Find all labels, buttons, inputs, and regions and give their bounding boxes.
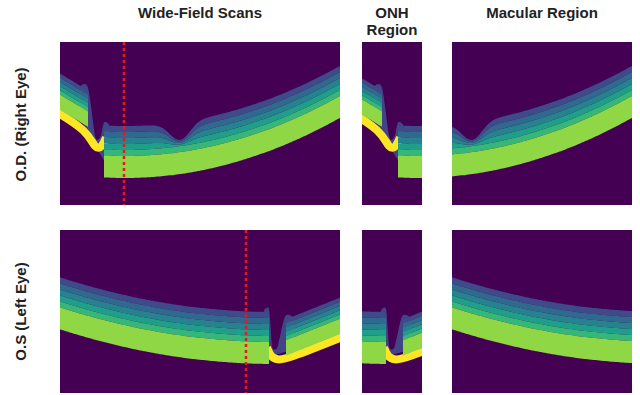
column-header-text: Macular Region (486, 4, 598, 21)
layer-group (362, 274, 386, 364)
retina-layer (452, 304, 632, 364)
retina-layer (362, 298, 386, 342)
layer-group (403, 294, 422, 356)
retina-layer (398, 59, 422, 142)
retina-layer (362, 280, 386, 324)
layer-group (104, 59, 340, 178)
layer-group (452, 59, 632, 178)
layer-group (452, 274, 632, 364)
retina-layer (286, 315, 340, 356)
scan-panel (49, 230, 350, 393)
scan-image (452, 230, 632, 393)
retina-layers (452, 59, 632, 178)
scan-background (362, 230, 422, 393)
column-header-text: ONH Region (360, 4, 424, 38)
row-label-text: O.D. (Right Eye) (12, 67, 29, 181)
column-header: ONH Region (360, 4, 424, 38)
scan-image (362, 42, 422, 205)
retina-layer (398, 65, 422, 143)
layer-group (60, 68, 88, 127)
scan-image (362, 230, 422, 393)
retina-layer (398, 77, 422, 150)
retina-layer (362, 304, 386, 364)
scan-panel (441, 230, 640, 393)
retina-layer (452, 89, 632, 178)
retina-layer (60, 304, 269, 364)
layer-group (362, 68, 382, 127)
column-header: Wide-Field Scans (138, 4, 262, 21)
retina-layer (398, 89, 422, 178)
scan-panel (342, 42, 640, 205)
scan-image (452, 42, 632, 205)
scan-image (60, 230, 340, 393)
retina-layer (398, 71, 422, 145)
retina-layer (398, 83, 422, 156)
scan-marker-line (245, 230, 248, 393)
retina-layer (362, 286, 386, 330)
scan-image (60, 42, 340, 205)
retina-layers (452, 274, 632, 364)
layer-group (398, 59, 422, 178)
scan-marker-line (123, 42, 126, 205)
retina-layer (403, 315, 422, 356)
layer-group (286, 294, 340, 356)
retina-layers (362, 274, 422, 364)
retina-layer (362, 292, 386, 336)
retina-layer (104, 89, 340, 178)
layer-group (60, 274, 269, 364)
scan-panel (50, 42, 352, 205)
scan-panel (344, 42, 640, 205)
column-header-text: Wide-Field Scans (138, 4, 262, 21)
row-label-text: O.S (Left Eye) (12, 262, 29, 360)
row-label: O.S (Left Eye) (12, 262, 29, 360)
retina-layer (362, 274, 386, 318)
row-label: O.D. (Right Eye) (12, 67, 29, 181)
column-header: Macular Region (486, 4, 598, 21)
retina-layer (362, 89, 382, 127)
scan-panel (166, 230, 467, 393)
retina-layers (362, 59, 422, 178)
retina-layers (60, 59, 340, 178)
retina-layers (60, 274, 340, 364)
retina-layer (60, 89, 88, 127)
